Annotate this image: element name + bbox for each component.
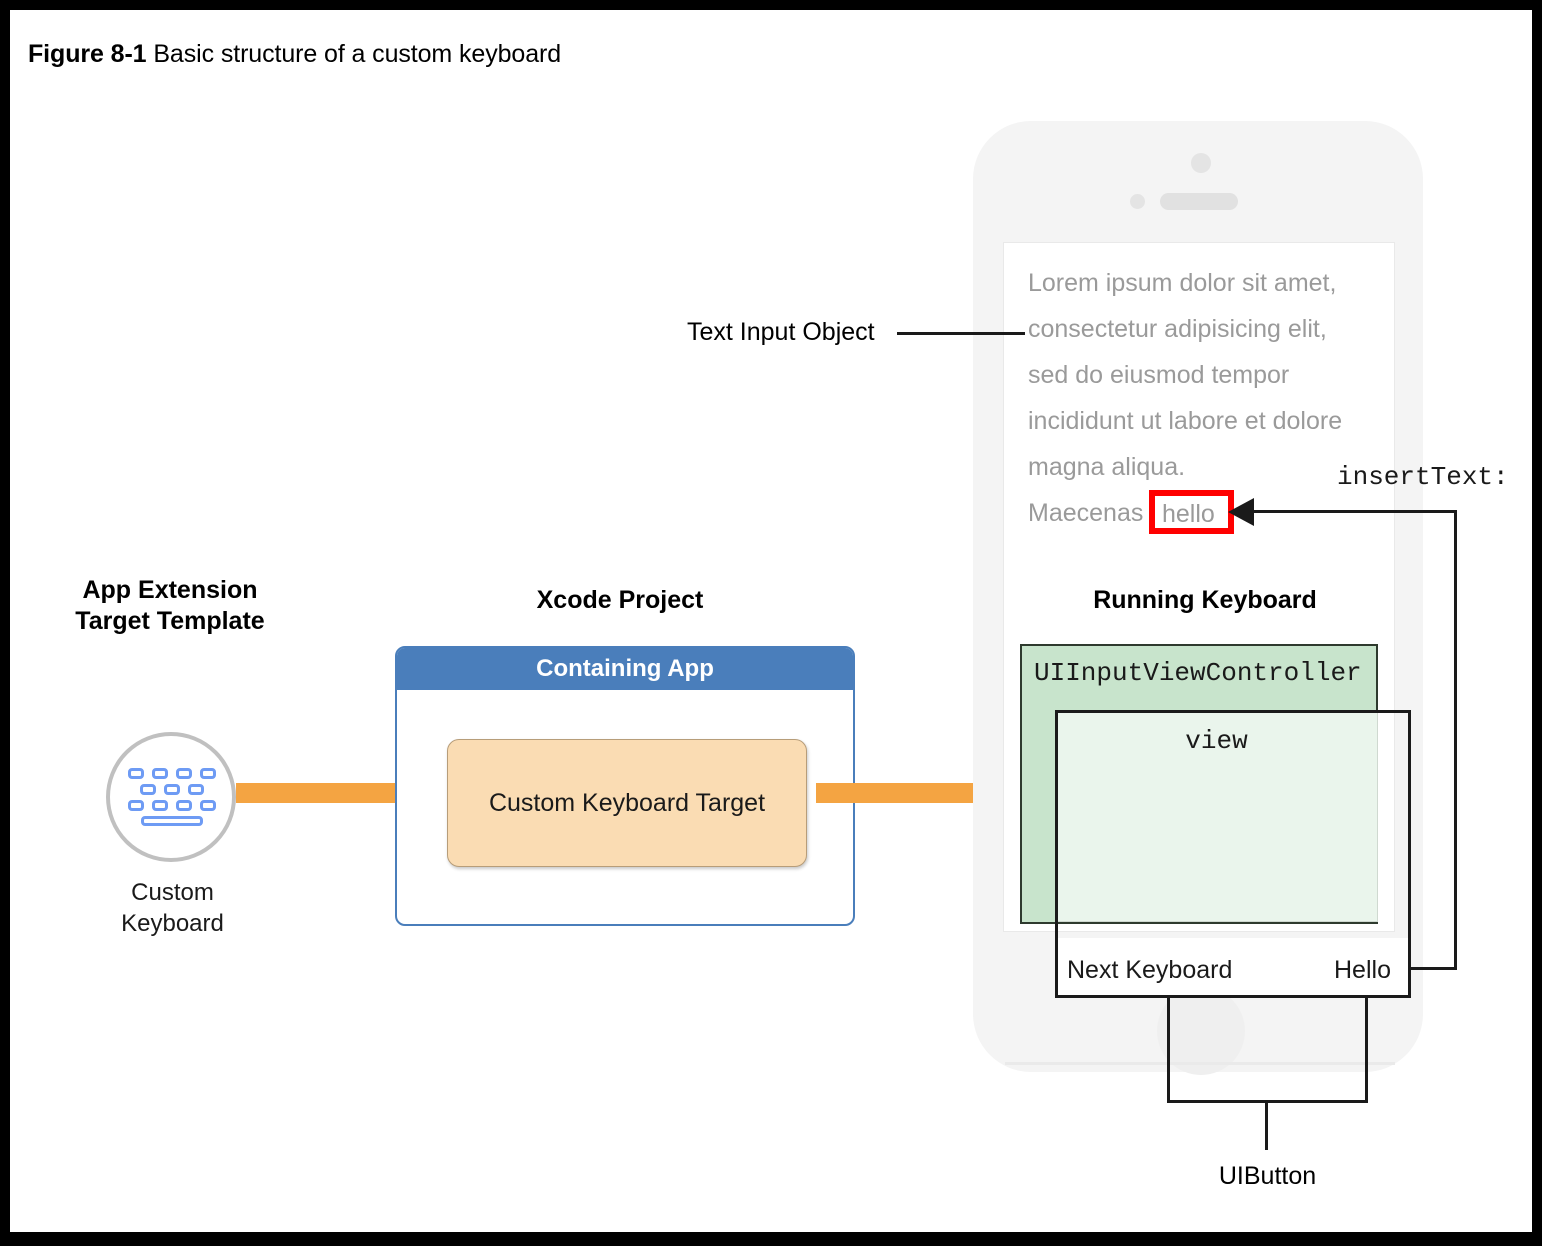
phone-bottom-divider (1005, 1062, 1395, 1065)
insert-text-leader-from-hello (1410, 967, 1457, 970)
home-button-icon (1157, 987, 1245, 1075)
keyboard-icon (128, 768, 216, 826)
inserted-text-highlight: hello (1149, 490, 1234, 534)
button-bar-background (1058, 938, 1408, 995)
figure-label: Figure 8-1 (28, 40, 147, 68)
xcode-project-title: Xcode Project (536, 586, 704, 614)
uibutton-bracket-stem (1265, 1100, 1268, 1150)
running-keyboard-title: Running Keyboard (1093, 586, 1317, 614)
uibutton-bracket-right (1365, 998, 1368, 1103)
sensor-icon (1130, 194, 1145, 209)
keyboard-view-outline (1055, 710, 1411, 998)
lorem-line: Maecenas (1028, 499, 1144, 527)
custom-keyboard-target-box: Custom Keyboard Target (447, 739, 807, 867)
custom-keyboard-label: Custom Keyboard (121, 879, 224, 937)
lorem-line: consectetur adipisicing elit, (1028, 315, 1327, 343)
lorem-line: Lorem ipsum dolor sit amet, (1028, 269, 1337, 297)
insert-text-leader-horizontal (1250, 510, 1457, 513)
hello-button[interactable]: Hello (1334, 956, 1391, 984)
view-box (1055, 710, 1378, 922)
uiinputviewcontroller-label: UIInputViewController (1034, 658, 1362, 688)
next-keyboard-button[interactable]: Next Keyboard (1067, 956, 1233, 984)
camera-icon (1191, 153, 1211, 173)
text-input-object-callout-label: Text Input Object (687, 318, 875, 346)
figure-caption-text: Basic structure of a custom keyboard (153, 40, 562, 68)
speaker-icon (1160, 193, 1238, 210)
app-extension-title: App Extension Target Template (75, 576, 265, 635)
figure-canvas: Figure 8-1 Basic structure of a custom k… (10, 10, 1532, 1232)
inserted-text: hello (1162, 500, 1215, 528)
lorem-line: magna aliqua. (1028, 453, 1186, 481)
view-label: view (1185, 726, 1248, 756)
insert-text-leader-vertical (1454, 510, 1457, 970)
custom-keyboard-badge (106, 732, 236, 862)
lorem-line: sed do eiusmod tempor (1028, 361, 1290, 389)
text-input-content: Lorem ipsum dolor sit amet, consectetur … (1028, 260, 1378, 536)
lorem-line: incididunt ut labore et dolore (1028, 407, 1343, 435)
text-input-object-leader-line (897, 332, 1025, 335)
uibutton-bracket-left (1167, 998, 1170, 1103)
uibutton-callout-label: UIButton (1218, 1162, 1317, 1190)
figure-caption: Figure 8-1 Basic structure of a custom k… (28, 40, 561, 69)
insert-text-callout-label: insertText: (1337, 462, 1509, 492)
containing-app-header: Containing App (397, 648, 853, 690)
insert-text-arrowhead (1228, 498, 1254, 526)
